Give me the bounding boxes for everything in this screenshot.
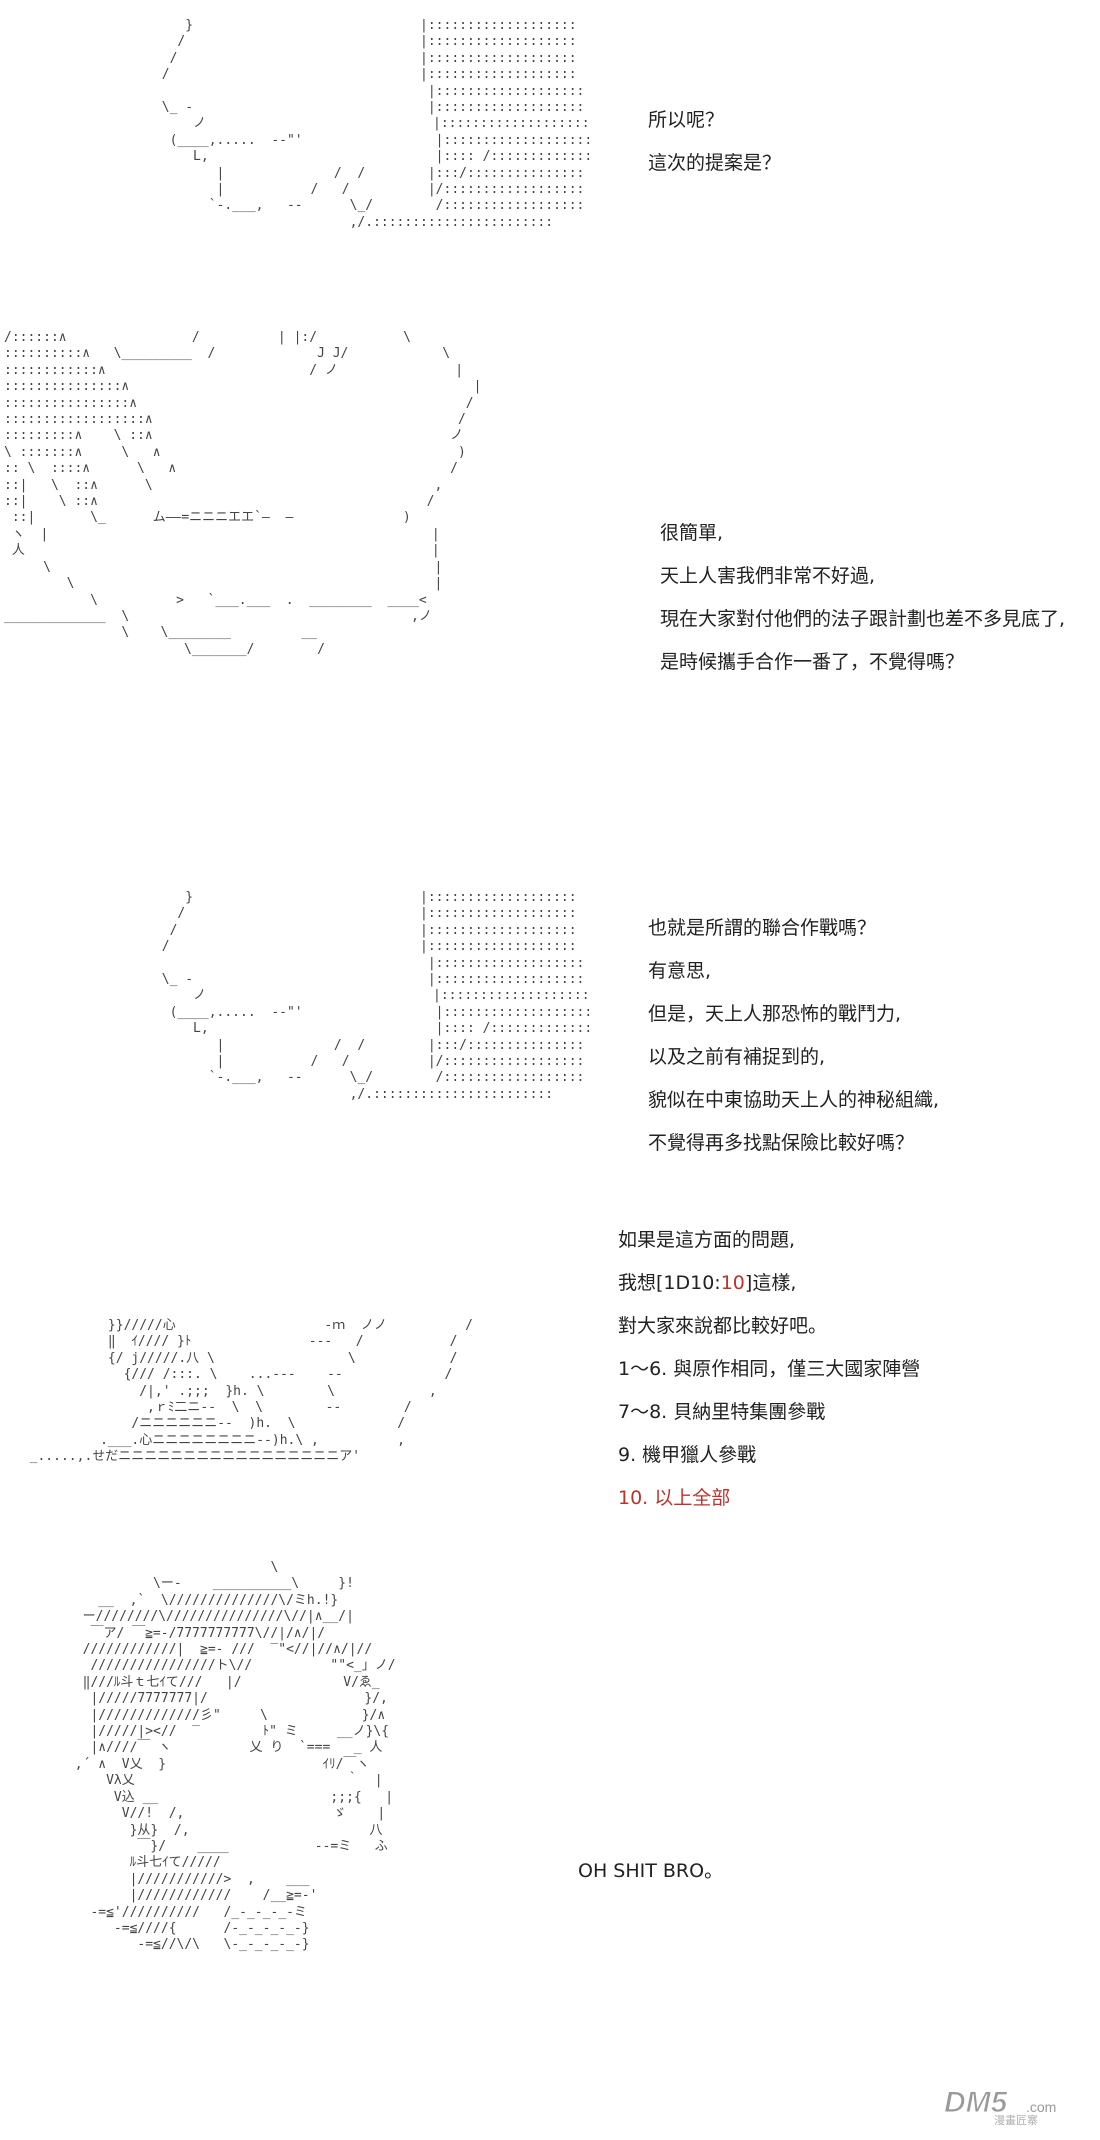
dialogue-block-1: 所以呢？ 這次的提案是？ — [648, 99, 781, 185]
option-item: 1～6. 與原作相同，僅三大國家陣營 — [618, 1358, 921, 1380]
svg-text:DM5: DM5 — [944, 2086, 1009, 2119]
option-item: 7～8. 貝納里特集團參戰 — [618, 1401, 826, 1423]
dialogue-line: 是時候攜手合作一番了，不覺得嗎？ — [660, 651, 965, 673]
dialogue-line: 貌似在中東協助天上人的神秘組織, — [648, 1089, 940, 1111]
dialogue-block-4: 如果是這方面的問題, 我想[1D10:10]這樣, 對大家來說都比較好吧。 1～… — [618, 1219, 920, 1520]
dialogue-block-2: 很簡單, 天上人害我們非常不好過, 現在大家對付他們的法子跟計劃也差不多見底了,… — [660, 512, 1065, 684]
dice-roll-result: 10 — [720, 1272, 745, 1294]
dialogue-line: 所以呢？ — [648, 109, 725, 131]
panel-2: /::::::∧ / | |:/ \ ::::::::::∧ \________… — [0, 300, 1100, 860]
dialogue-line: 對大家來說都比較好吧。 — [618, 1315, 828, 1337]
dialogue-line: 但是，天上人那恐怖的戰鬥力, — [648, 1003, 902, 1025]
dialogue-line: 天上人害我們非常不好過, — [660, 565, 876, 587]
option-item: 9. 機甲獵人參戰 — [618, 1444, 757, 1466]
dialogue-line: 以及之前有補捉到的, — [648, 1046, 826, 1068]
svg-text:漫畫匠寨: 漫畫匠寨 — [994, 2113, 1038, 2126]
ascii-art-character-shocked: \ \ー- __________\ }! __ ,` \////////////… — [74, 1560, 396, 1953]
dialogue-line: 也就是所謂的聯合作戰嗎？ — [648, 917, 877, 939]
dice-roll-prefix: 我想[1D10: — [618, 1272, 721, 1294]
dm5-logo-icon: DM5 漫畫匠寨 .com — [944, 2086, 1057, 2128]
dialogue-line: 如果是這方面的問題, — [618, 1229, 796, 1251]
dialogue-line: 很簡單, — [660, 522, 724, 544]
ascii-art-face-closeup: /::::::∧ / | |:/ \ ::::::::::∧ \________… — [4, 330, 482, 657]
dialogue-block-5: OH SHIT BRO。 — [578, 1850, 723, 1893]
ascii-art-face-profile: } |::::::::::::::::::: / |::::::::::::::… — [161, 18, 593, 230]
site-logo-watermark: DM5 漫畫匠寨 .com — [940, 2082, 1090, 2128]
panel-5: \ \ー- __________\ }! __ ,` \////////////… — [0, 1560, 1100, 2140]
dialogue-line: 有意思, — [648, 960, 712, 982]
dialogue-line-dice-roll: 我想[1D10:10]這樣, — [618, 1262, 920, 1305]
ascii-art-face-profile: } |::::::::::::::::::: / |::::::::::::::… — [161, 890, 593, 1102]
panel-1: } |::::::::::::::::::: / |::::::::::::::… — [0, 0, 1100, 300]
panel-4: }}/////心 -ｍ ノノ / ‖ ｲ//// }ﾄ --- / / {/ j… — [0, 1200, 1100, 1560]
panel-3: } |::::::::::::::::::: / |::::::::::::::… — [0, 870, 1100, 1200]
dice-roll-suffix: ]這樣, — [744, 1272, 797, 1294]
svg-text:.com: .com — [1026, 2099, 1056, 2115]
dialogue-line: 不覺得再多找點保險比較好嗎？ — [648, 1132, 915, 1154]
dialogue-line: 現在大家對付他們的法子跟計劃也差不多見底了, — [660, 608, 1066, 630]
dialogue-line: OH SHIT BRO。 — [578, 1860, 724, 1882]
dialogue-block-3: 也就是所謂的聯合作戰嗎？ 有意思, 但是，天上人那恐怖的戰鬥力, 以及之前有補捉… — [648, 907, 939, 1165]
ascii-art-character-looking-down: }}/////心 -ｍ ノノ / ‖ ｲ//// }ﾄ --- / / {/ j… — [29, 1318, 473, 1465]
dialogue-line: 這次的提案是？ — [648, 152, 782, 174]
option-item-selected: 10. 以上全部 — [618, 1487, 731, 1509]
